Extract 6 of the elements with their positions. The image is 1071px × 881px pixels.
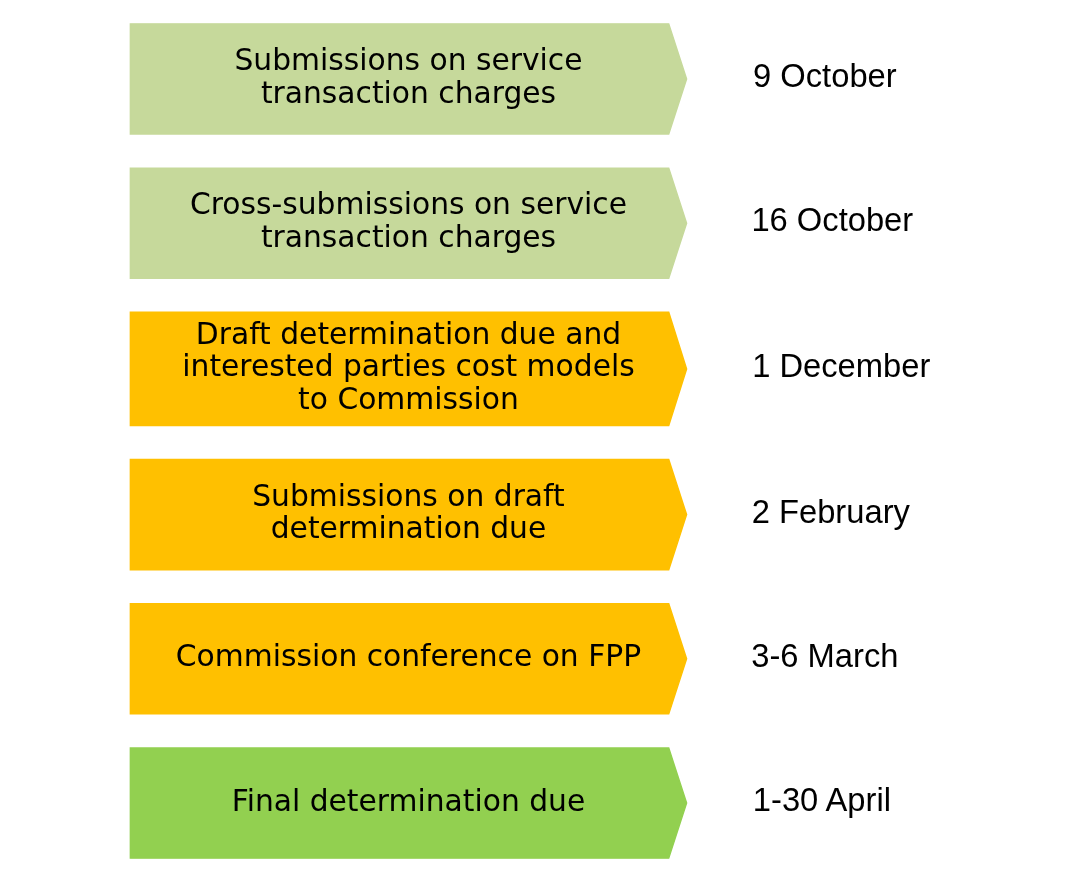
node-label: 1-30 April: [752, 780, 891, 818]
node-label: 9 October: [752, 56, 897, 94]
node-label: 16 October: [750, 200, 913, 238]
node-label: 1 December: [751, 346, 930, 384]
node-label: 3-6 March: [750, 636, 898, 674]
node-label: 2 February: [751, 492, 910, 530]
